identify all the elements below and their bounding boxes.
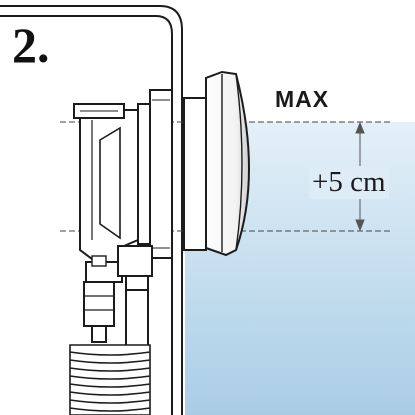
pool-wall-outer — [0, 5, 183, 415]
step-number: 2. — [12, 17, 50, 73]
skimmer-front-cap — [205, 70, 250, 257]
max-level-label: MAX — [275, 86, 330, 112]
skimmer-flange — [137, 89, 207, 259]
water-level-offset-label: +5 cm — [309, 166, 389, 199]
pipe-fitting — [83, 245, 153, 343]
pool-wall-inner — [0, 15, 173, 415]
skimmer-body — [73, 103, 139, 263]
corrugated-hose — [69, 290, 151, 415]
